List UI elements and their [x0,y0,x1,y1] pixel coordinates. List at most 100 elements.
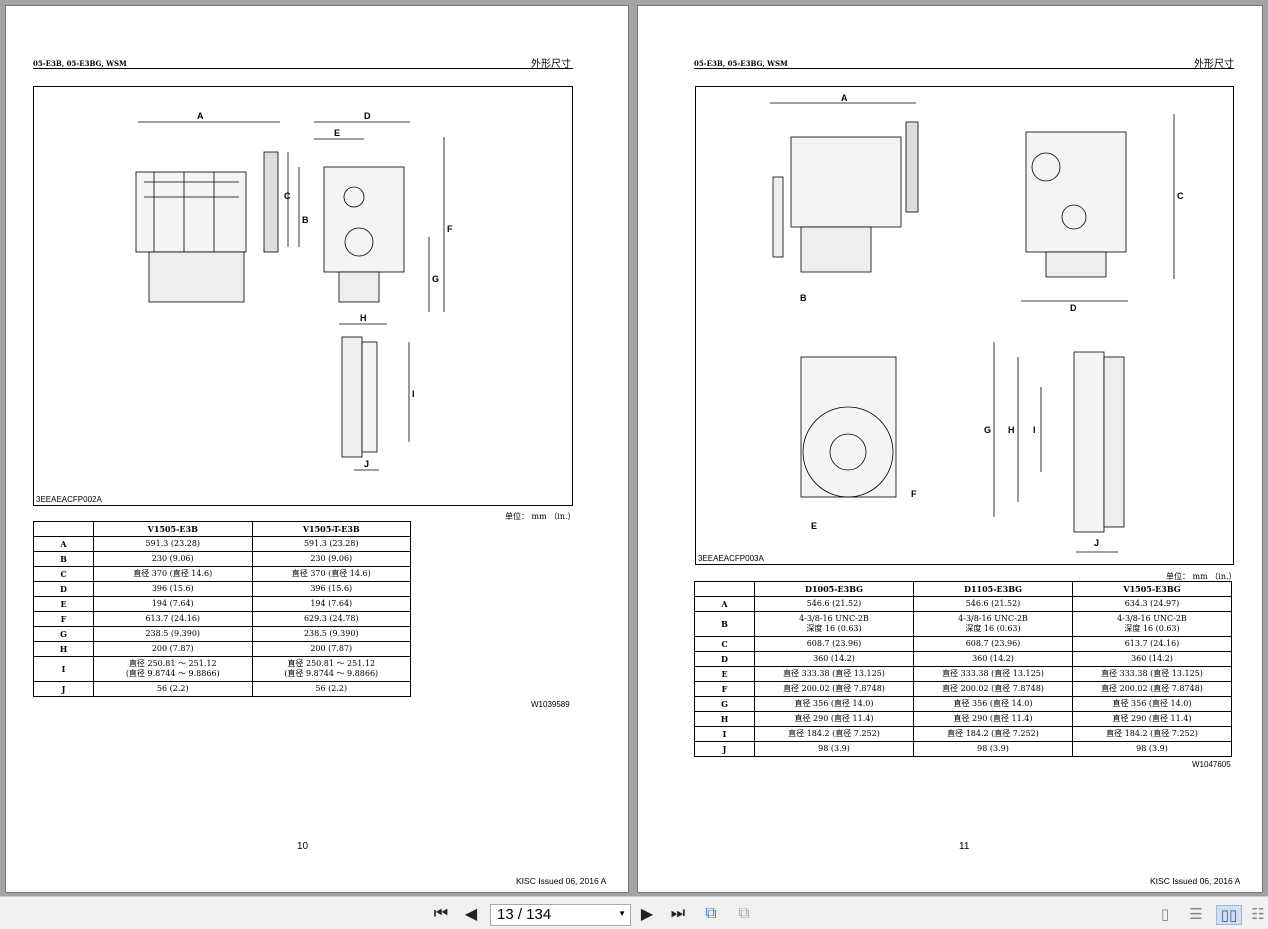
table-cell: 56 (2.2) [251,681,411,697]
table-cell: 直径 370 (直径 14.6) [251,566,411,582]
row-label: I [694,726,755,742]
header-left: 05-E3B, 05-E3BG, WSM [694,59,788,68]
column-header: V1505-T-E3B [251,521,411,537]
table-cell: 直径 356 (直径 14.0) [1072,696,1232,712]
facing-view-icon[interactable]: ▯▯ [1216,905,1242,925]
row-label: D [694,651,755,667]
svg-text:A: A [197,111,204,121]
engine-dimension-figure: A B C D E F G H I J 3EEAEACFP002A [33,86,573,506]
table-cell: 直径 356 (直径 14.0) [754,696,914,712]
header-left: 05-E3B, 05-E3BG, WSM [33,59,127,68]
column-header: V1505-E3BG [1072,581,1232,597]
header-rule [694,68,1234,69]
svg-text:E: E [334,128,340,138]
row-label: G [694,696,755,712]
page-footer: KISC Issued 06, 2016 A [516,876,607,886]
table-cell: 546.6 (21.52) [754,596,914,612]
table-cell: 直径 333.38 (直径 13.125) [1072,666,1232,682]
table-cell: 直径 250.81 ～ 251.12 (直径 9.8744 ～ 9.8866) [93,656,253,682]
svg-text:H: H [1008,425,1015,435]
first-page-icon[interactable]: ⏮ [433,903,449,922]
page-number-input[interactable]: 13 / 134 ▼ [490,904,631,926]
svg-text:I: I [1033,425,1036,435]
table-cell: 直径 200.02 (直径 7.8748) [1072,681,1232,697]
single-page-view-icon[interactable]: ▯ [1160,905,1170,923]
previous-view-icon[interactable]: ⧉ [705,903,717,922]
column-header: D1105-E3BG [913,581,1073,597]
figure-caption: 3EEAEACFP003A [698,554,764,563]
side-view-engine [772,121,919,273]
flywheel-housing-side-view [1073,351,1125,533]
table-cell: 直径 290 (直径 11.4) [1072,711,1232,727]
table-cell: 634.3 (24.97) [1072,596,1232,612]
table-cell: 直径 200.02 (直径 7.8748) [913,681,1073,697]
pdf-page-10: 05-E3B, 05-E3BG, WSM 外形尺寸 A B C D E F G … [5,5,629,893]
svg-text:C: C [1177,191,1184,201]
row-label: J [33,681,94,697]
continuous-facing-view-icon[interactable]: ☷ [1251,905,1265,923]
header-rule [33,68,573,69]
column-header [694,581,755,597]
header-right: 外形尺寸 [1194,59,1234,70]
last-page-icon[interactable]: ⏭ [670,903,686,922]
previous-page-icon[interactable]: ◀ [464,903,478,923]
table-cell: 98 (3.9) [913,741,1073,757]
table-cell: 直径 250.81 ～ 251.12 (直径 9.8744 ～ 9.8866) [251,656,411,682]
table-cell: 直径 184.2 (直径 7.252) [913,726,1073,742]
table-cell: 396 (15.6) [251,581,411,597]
svg-text:H: H [360,313,367,323]
table-cell: 直径 333.38 (直径 13.125) [913,666,1073,682]
table-cell: 4-3/8-16 UNC-2B 深度 16 (0.63) [754,611,914,637]
engine-drawing: A B C D E F G H I J [135,111,453,471]
table-row: E 直径 333.38 (直径 13.125)直径 333.38 (直径 13.1… [694,666,1232,682]
svg-text:D: D [364,111,371,121]
row-label: G [33,626,94,642]
row-label: B [694,611,755,637]
svg-text:F: F [911,489,917,499]
svg-text:F: F [447,224,453,234]
reference-code: W1039589 [531,700,570,709]
page-number: 10 [297,841,309,852]
table-cell: 230 (9.06) [93,551,253,567]
table-cell: 98 (3.9) [754,741,914,757]
row-label: F [694,681,755,697]
column-header: D1005-E3BG [754,581,914,597]
svg-text:J: J [364,459,369,469]
svg-text:J: J [1094,538,1099,548]
next-view-icon[interactable]: ⧉ [738,903,750,922]
row-label: A [694,596,755,612]
table-cell: 230 (9.06) [251,551,411,567]
reference-code: W1047605 [1192,760,1231,769]
table-cell: 直径 290 (直径 11.4) [754,711,914,727]
table-cell: 直径 184.2 (直径 7.252) [754,726,914,742]
unit-label: 单位： mm （in.） [505,512,576,521]
rear-view-flywheel [800,356,897,498]
table-cell: 591.3 (23.28) [251,536,411,552]
row-label: D [33,581,94,597]
table-cell: 直径 356 (直径 14.0) [913,696,1073,712]
row-label: E [694,666,755,682]
chevron-down-icon[interactable]: ▼ [618,909,626,918]
row-label: F [33,611,94,627]
page-number: 11 [959,841,970,852]
table-cell: 396 (15.6) [93,581,253,597]
svg-text:B: B [800,293,807,303]
table-cell: 629.3 (24.78) [251,611,411,627]
continuous-view-icon[interactable]: ☰ [1189,905,1203,923]
next-page-icon[interactable]: ▶ [640,903,654,923]
page-number-value: 13 / 134 [497,906,552,923]
figure-caption: 3EEAEACFP002A [36,495,102,504]
